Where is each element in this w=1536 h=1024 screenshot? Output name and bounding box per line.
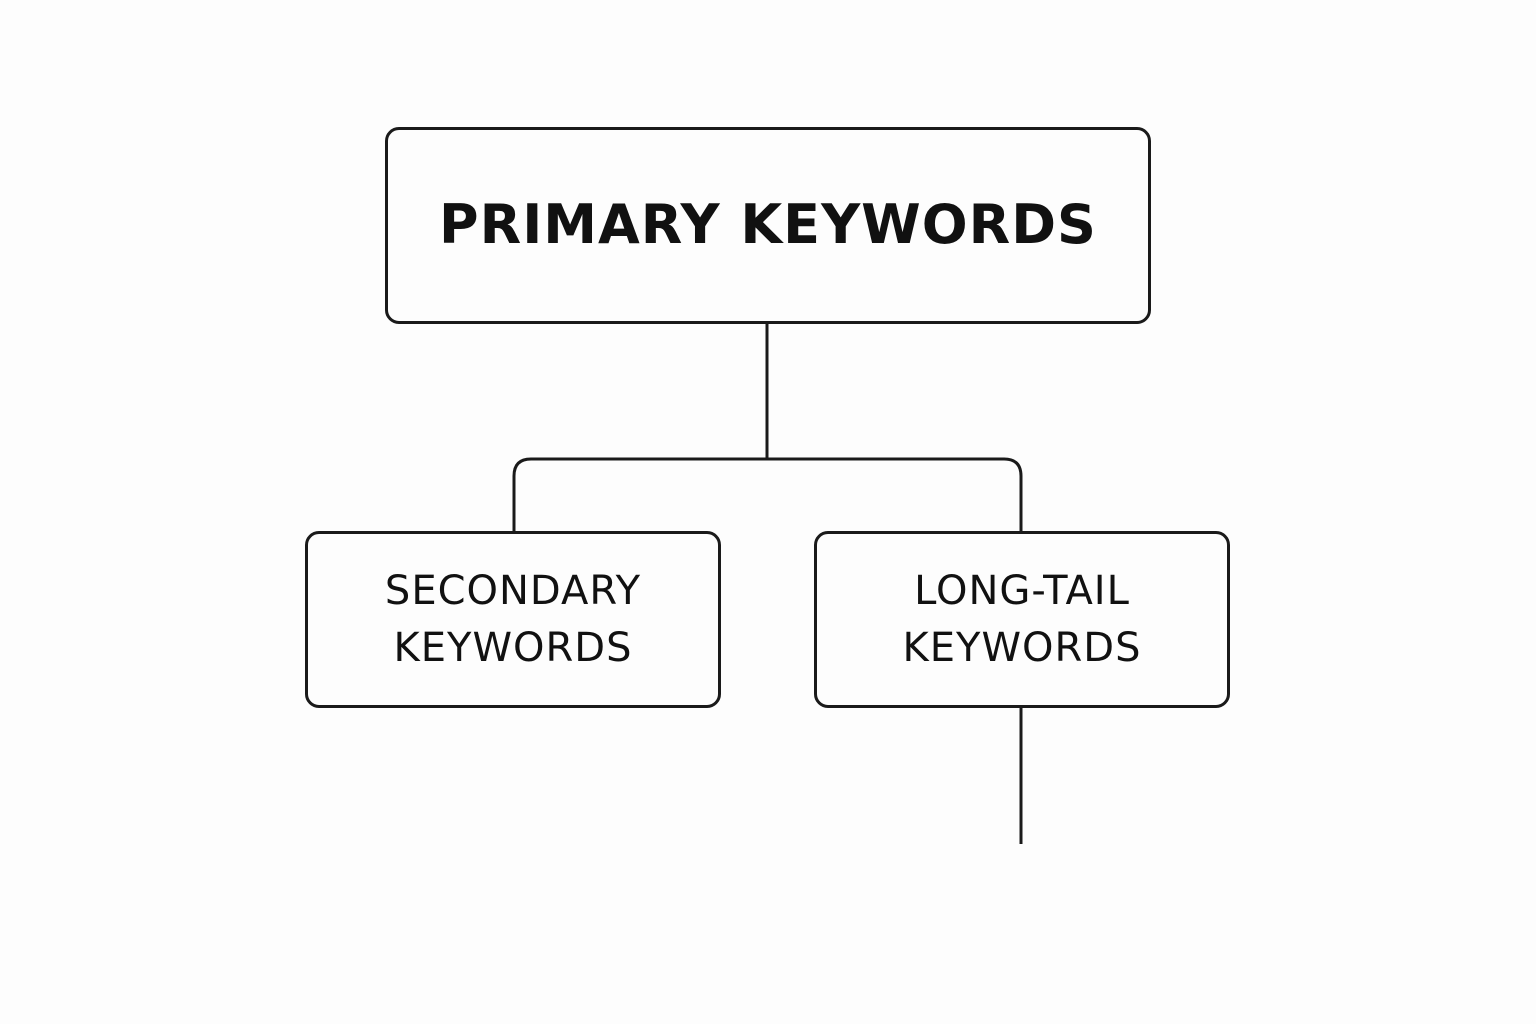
- secondary-keywords-line-2: KEYWORDS: [393, 624, 633, 671]
- long-tail-keywords-line-2: KEYWORDS: [902, 624, 1142, 671]
- long-tail-keywords-node: LONG-TAIL KEYWORDS: [814, 531, 1230, 708]
- long-tail-keywords-label: LONG-TAIL KEYWORDS: [903, 563, 1142, 677]
- long-tail-keywords-line-1: LONG-TAIL: [914, 567, 1130, 614]
- secondary-keywords-label: SECONDARY KEYWORDS: [385, 563, 641, 677]
- primary-keywords-node: PRIMARY KEYWORDS: [385, 127, 1151, 324]
- secondary-keywords-node: SECONDARY KEYWORDS: [305, 531, 721, 708]
- primary-keywords-label: PRIMARY KEYWORDS: [439, 193, 1097, 256]
- secondary-keywords-line-1: SECONDARY: [384, 567, 642, 614]
- branch-connector: [512, 457, 1023, 531]
